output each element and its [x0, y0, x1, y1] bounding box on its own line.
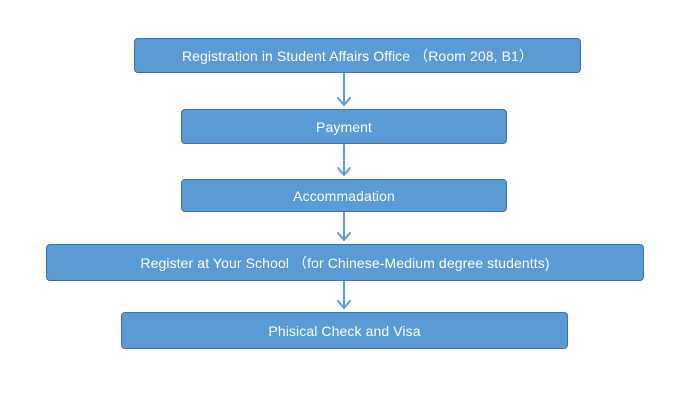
- step-registration-label: Registration in Student Affairs Office （…: [181, 47, 534, 64]
- step-payment-box: Payment: [181, 109, 507, 144]
- step-registration-box: Registration in Student Affairs Office （…: [134, 38, 581, 73]
- arrow-3: [337, 212, 351, 241]
- step-register-school-label: Register at Your School （for Chinese-Med…: [140, 254, 550, 271]
- step-register-school-box: Register at Your School （for Chinese-Med…: [46, 244, 644, 281]
- arrow-2: [337, 144, 351, 176]
- step-payment-label: Payment: [316, 118, 372, 135]
- arrow-1: [337, 73, 351, 106]
- step-physical-check-label: Phisical Check and Visa: [268, 322, 421, 339]
- step-physical-check-box: Phisical Check and Visa: [121, 312, 568, 349]
- step-accommodation-label: Accommadation: [293, 187, 395, 204]
- step-accommodation-box: Accommadation: [181, 179, 507, 212]
- arrow-4: [337, 281, 351, 309]
